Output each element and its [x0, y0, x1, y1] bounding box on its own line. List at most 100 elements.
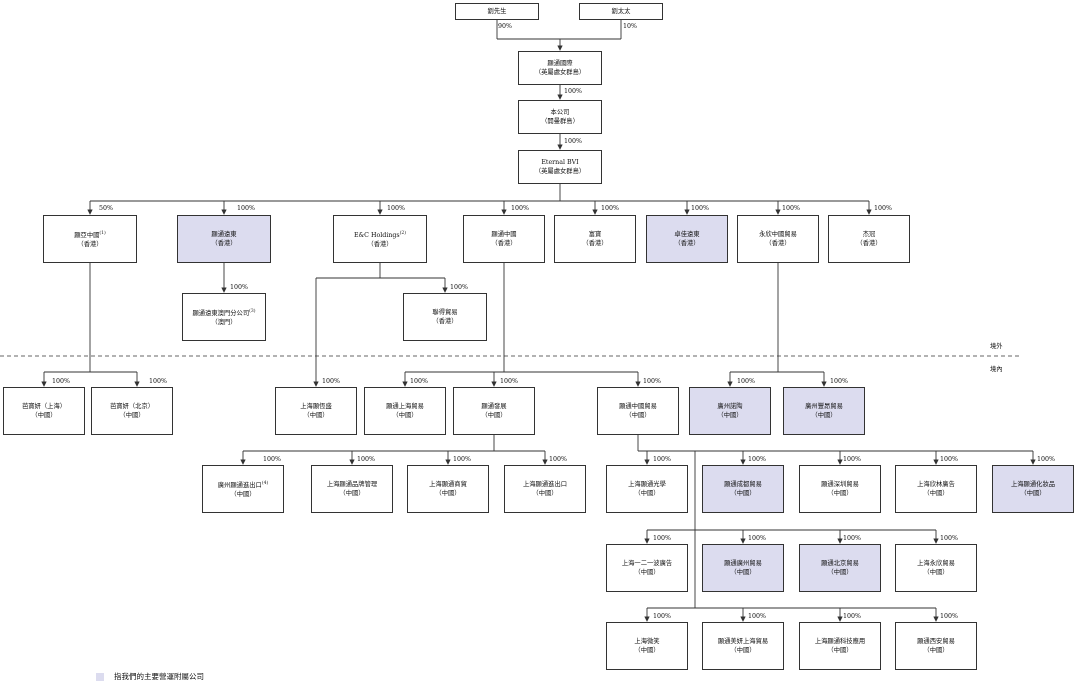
cn-14-box: 顯通成都貿易 （中國） [702, 465, 784, 513]
cn-18-name: 上海一二一波廣告 [621, 560, 673, 567]
hk-c-note: (2) [399, 230, 407, 236]
pct-hk-trade: 100% [450, 284, 469, 291]
hk-b-name: 顯通遠東 [211, 231, 237, 238]
hk-h-name: 杰冠 [862, 231, 876, 238]
hk-e-loc: （香港） [582, 240, 608, 247]
cn-11-name: 上海顯通商貿 [429, 481, 467, 488]
pct-hk-h: 100% [874, 205, 893, 212]
hk-e-box: 富寶 （香港） [554, 215, 636, 263]
cn-15-box: 顯通深圳貿易（中國） [799, 465, 881, 513]
cn-25-box: 顯通西安貿易（中國） [895, 622, 977, 670]
pct-cn-11: 100% [453, 456, 472, 463]
cn-17-loc: （中國） [1020, 490, 1046, 497]
cn-20-loc: （中國） [827, 569, 853, 576]
cn-23-name: 顯通美妍上海貿易 [717, 638, 769, 645]
macau-note: (3) [249, 308, 256, 314]
pct-mrs: 10% [623, 23, 637, 30]
cn-19-box: 顯通廣州貿易（中國） [702, 544, 784, 592]
pct-hk-c: 100% [387, 205, 406, 212]
pct-cn-14: 100% [748, 456, 767, 463]
hk-trade-loc: （香港） [432, 318, 458, 325]
pct-cn-24: 100% [843, 613, 862, 620]
hk-c-title: E&C Holdings(2) [354, 229, 406, 240]
pct-hk-g: 100% [782, 205, 801, 212]
pct-cn-5: 100% [500, 378, 519, 385]
pct-cn-10: 100% [357, 456, 376, 463]
mr-lau-name: 劉先生 [487, 8, 507, 15]
cn-17-box: 上海顯通化妝品 （中國） [992, 465, 1074, 513]
hk-e-name: 富寶 [588, 231, 602, 238]
cn-20-name: 顯通北京貿易 [821, 560, 859, 567]
cn-25-name: 顯通西安貿易 [917, 638, 955, 645]
hk-h-box: 杰冠 （香港） [828, 215, 910, 263]
cn-13-box: 上海顯通光學（中國） [606, 465, 688, 513]
cn-14-name: 顯通成都貿易 [724, 481, 762, 488]
hk-a-loc: （香港） [77, 241, 103, 249]
cn-2-name: 芭寶妍（北京） [109, 403, 155, 410]
cn-7-name: 廣州諾陶 [717, 403, 743, 410]
macau-loc: （澳門） [211, 319, 237, 327]
hk-c-name: E&C Holdings [353, 232, 400, 240]
pct-cn-18: 100% [653, 535, 672, 542]
company-box: 本公司（開曼群島） [518, 100, 602, 134]
hk-d-box: 顯通中國（香港） [463, 215, 545, 263]
cn-8-name: 廣州豐昂貿易 [805, 403, 843, 410]
cn-4-loc: （中國） [392, 412, 418, 419]
cn-5-box: 顯通發展（中國） [453, 387, 535, 435]
cn-20-box: 顯通北京貿易 （中國） [799, 544, 881, 592]
cn-22-loc: （中國） [634, 647, 660, 654]
pct-macau: 100% [230, 284, 249, 291]
cn-19-name: 顯通廣州貿易 [724, 560, 762, 567]
legend-swatch [96, 672, 104, 681]
eternal-box: Eternal BVI（英屬處女群島） [518, 150, 602, 184]
cn-1-box: 芭寶妍（上海）（中國） [3, 387, 85, 435]
cn-12-box: 上海顯通進出口（中國） [504, 465, 586, 513]
pct-intl: 100% [564, 88, 583, 95]
cn-9-loc: （中國） [230, 491, 256, 499]
cn-16-loc: （中國） [923, 490, 949, 497]
hk-a-title: 顯亞中國(1) [74, 229, 106, 240]
hk-h-loc: （香港） [856, 240, 882, 247]
cn-21-loc: （中國） [923, 569, 949, 576]
intl-loc: （英屬處女群島） [534, 69, 586, 76]
cn-11-loc: （中國） [435, 490, 461, 497]
intl-name: 顯通國際 [547, 60, 573, 67]
cn-14-loc: （中國） [730, 490, 756, 497]
cn-8-box: 廣州豐昂貿易（中國） [783, 387, 865, 435]
pct-cn-7: 100% [737, 378, 756, 385]
cn-13-loc: （中國） [634, 490, 660, 497]
pct-cn-9: 100% [263, 456, 282, 463]
cn-7-box: 廣州諾陶（中國） [689, 387, 771, 435]
cn-17-name: 上海顯通化妝品 [1010, 481, 1056, 488]
pct-cn-23: 100% [748, 613, 767, 620]
pct-cn-22: 100% [653, 613, 672, 620]
pct-company: 100% [564, 138, 583, 145]
hk-trade-box: 聯得貿易（香港） [403, 293, 487, 341]
cn-21-box: 上海永欣貿易（中國） [895, 544, 977, 592]
macau-title: 顯通遠東澳門分公司(3) [192, 307, 255, 318]
pct-mr: 90% [498, 23, 512, 30]
cn-3-box: 上海顯恆盛（中國） [275, 387, 357, 435]
cn-12-loc: （中國） [532, 490, 558, 497]
cn-18-loc: （中國） [634, 569, 660, 576]
mr-lau-box: 劉先生 [455, 3, 539, 20]
pct-hk-d: 100% [511, 205, 530, 212]
cn-23-loc: （中國） [730, 647, 756, 654]
cn-10-box: 上海顯通品牌管理（中國） [311, 465, 393, 513]
cn-5-name: 顯通發展 [481, 403, 507, 410]
pct-cn-12: 100% [549, 456, 568, 463]
cn-24-box: 上海顯通科技應用（中國） [799, 622, 881, 670]
pct-cn-17: 100% [1037, 456, 1056, 463]
hk-f-loc: （香港） [674, 240, 700, 247]
legend: 指我們的主要營運附屬公司 [96, 671, 204, 682]
pct-cn-15: 100% [843, 456, 862, 463]
cn-18-box: 上海一二一波廣告 （中國） [606, 544, 688, 592]
company-loc: （開曼群島） [541, 118, 579, 125]
cn-16-name: 上海欣林廣告 [917, 481, 955, 488]
pct-hk-b: 100% [237, 205, 256, 212]
hk-b-box: 顯通遠東（香港） [177, 215, 271, 263]
pct-cn-8: 100% [830, 378, 849, 385]
cn-15-loc: （中國） [827, 490, 853, 497]
pct-hk-f: 100% [691, 205, 710, 212]
